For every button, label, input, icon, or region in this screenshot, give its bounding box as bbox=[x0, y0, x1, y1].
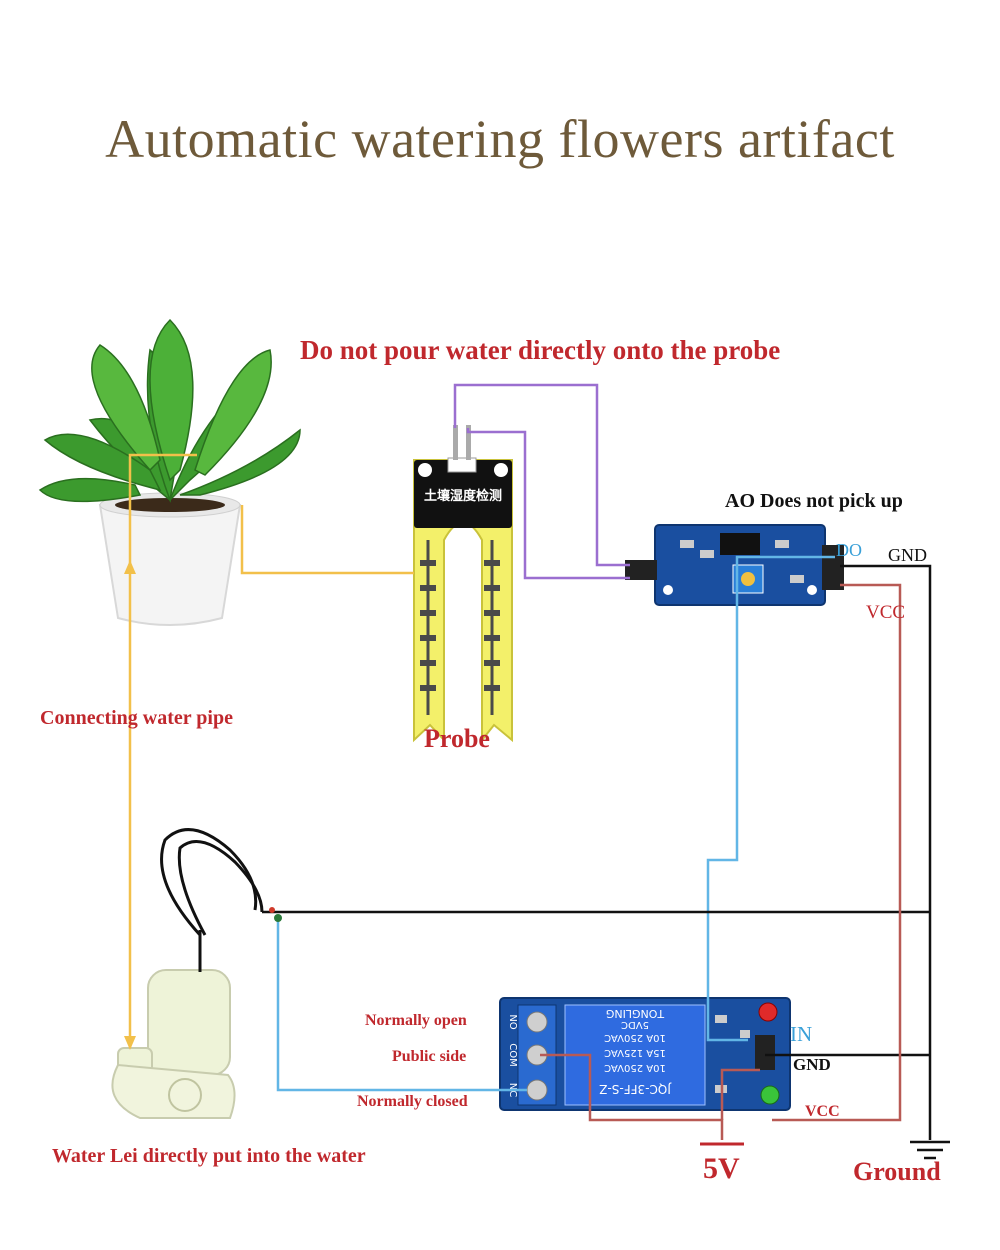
normally-closed-label: Normally closed bbox=[357, 1093, 468, 1110]
gnd-top-label: GND bbox=[888, 545, 927, 565]
ground-label: Ground bbox=[853, 1157, 941, 1186]
relay-rating-3: 10A 250VAC bbox=[604, 1032, 666, 1043]
ground-symbol bbox=[910, 1140, 950, 1160]
relay-coil-text: 5VDC bbox=[621, 1019, 649, 1030]
in-pin-label: IN bbox=[790, 1022, 813, 1046]
vcc-relay-label: VCC bbox=[805, 1103, 840, 1120]
ao-note-label: AO Does not pick up bbox=[725, 490, 903, 512]
probe-chip-text: 土壤湿度检测 bbox=[424, 488, 502, 504]
public-side-label: Public side bbox=[392, 1048, 467, 1065]
wire-red-com bbox=[540, 1053, 724, 1140]
pipe-arrow-up bbox=[124, 560, 136, 574]
wire-purple-2 bbox=[466, 428, 630, 580]
probe-label: Probe bbox=[424, 724, 490, 753]
water-pump bbox=[111, 828, 264, 1119]
soil-probe: 土壤湿度检测 bbox=[413, 425, 513, 743]
pipe-label: Connecting water pipe bbox=[40, 707, 233, 729]
wire-yellow-pipe-b bbox=[128, 453, 197, 1048]
five-v-label: 5V bbox=[703, 1152, 740, 1185]
relay-brand-text: TONGLING bbox=[606, 1007, 665, 1020]
normally-open-label: Normally open bbox=[365, 1012, 467, 1029]
pump-label: Water Lei directly put into the water bbox=[52, 1145, 366, 1167]
junction-dot-red bbox=[269, 907, 275, 913]
warning-label: Do not pour water directly onto the prob… bbox=[300, 335, 781, 365]
potted-plant bbox=[38, 318, 301, 626]
wire-red-relay-vcc bbox=[720, 1068, 760, 1120]
wire-yellow-pipe-a bbox=[240, 505, 414, 575]
wires bbox=[128, 383, 932, 1140]
vcc-top-label: VCC bbox=[866, 602, 906, 623]
pipe-arrow-down bbox=[124, 1036, 136, 1050]
wire-black-gnd bbox=[840, 564, 932, 1140]
gnd-relay-label: GND bbox=[793, 1055, 831, 1074]
relay-pin-com: COM bbox=[507, 1043, 518, 1066]
wire-purple-1 bbox=[453, 383, 630, 567]
relay-rating-2: 15A 125VAC bbox=[604, 1047, 666, 1058]
junction-dot bbox=[274, 914, 282, 922]
page-title: Automatic watering flowers artifact bbox=[105, 109, 895, 169]
relay-pin-no: NO bbox=[507, 1014, 518, 1029]
relay-rating-1: 10A 250VAC bbox=[604, 1062, 666, 1073]
sensor-module bbox=[625, 524, 844, 606]
relay-model-text: JQC-3FF-S-Z bbox=[599, 1082, 672, 1096]
do-pin-label: DO bbox=[836, 540, 862, 560]
wire-blue-do bbox=[706, 555, 835, 1042]
wire-blue-nc bbox=[276, 918, 527, 1092]
wire-red-vcc bbox=[772, 583, 902, 1122]
